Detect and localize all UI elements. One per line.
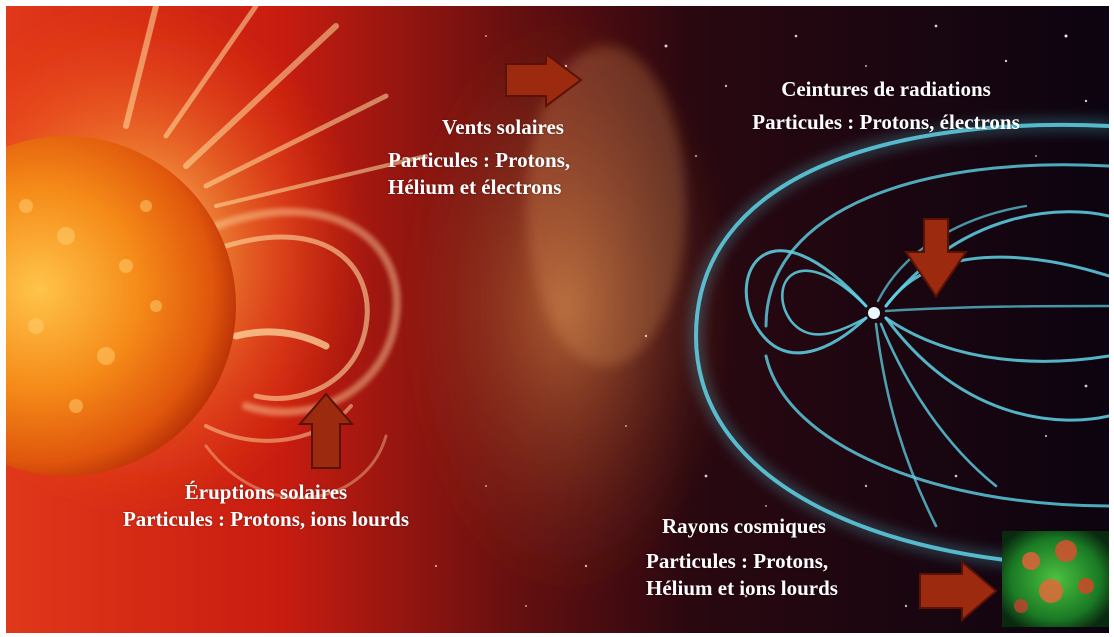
- label-vents-solaires: Vents solaires: [398, 114, 608, 141]
- arrow-right-vents: [505, 52, 583, 108]
- solar-flare-loops: [204, 208, 401, 500]
- stars: [434, 24, 1088, 608]
- label-rayons-cosmiques: Rayons cosmiques: [662, 513, 826, 540]
- arrow-down-ceintures: [904, 218, 968, 298]
- cosmic-ray-image: [1002, 531, 1109, 627]
- rayons-line1: Particules : Protons,: [646, 549, 829, 573]
- label-vents-particules: Particules : Protons, Hélium et électron…: [388, 147, 570, 201]
- vents-line2: Hélium et électrons: [388, 175, 562, 199]
- vents-title: Vents solaires: [442, 115, 564, 139]
- label-rayons-particules: Particules : Protons, Hélium et ions lou…: [646, 548, 838, 602]
- vents-line1: Particules : Protons,: [388, 148, 571, 172]
- rayons-title: Rayons cosmiques: [662, 514, 826, 538]
- arrow-right-rayons: [919, 559, 998, 623]
- sun-texture: [19, 199, 162, 413]
- earth: [868, 307, 880, 319]
- label-ceintures: Ceintures de radiations Particules : Pro…: [696, 76, 1076, 136]
- corona-rays: [123, 6, 428, 208]
- eruptions-line1: Particules : Protons, ions lourds: [122, 507, 410, 531]
- scene-graphics: [6, 6, 1109, 633]
- eruptions-title: Éruptions solaires: [184, 480, 348, 504]
- sun-disk: [6, 136, 236, 476]
- label-eruptions: Éruptions solaires Particules : Protons,…: [76, 479, 456, 533]
- space-weather-diagram: Vents solaires Particules : Protons, Hél…: [6, 6, 1109, 633]
- solar-wind-plume: [526, 46, 686, 366]
- magnetosphere: [688, 117, 1109, 573]
- rayons-line2: Hélium et ions lourds: [646, 576, 838, 600]
- ceintures-title: Ceintures de radiations: [781, 77, 991, 101]
- arrow-up-eruptions: [297, 392, 355, 469]
- ceintures-line1: Particules : Protons, électrons: [752, 110, 1020, 134]
